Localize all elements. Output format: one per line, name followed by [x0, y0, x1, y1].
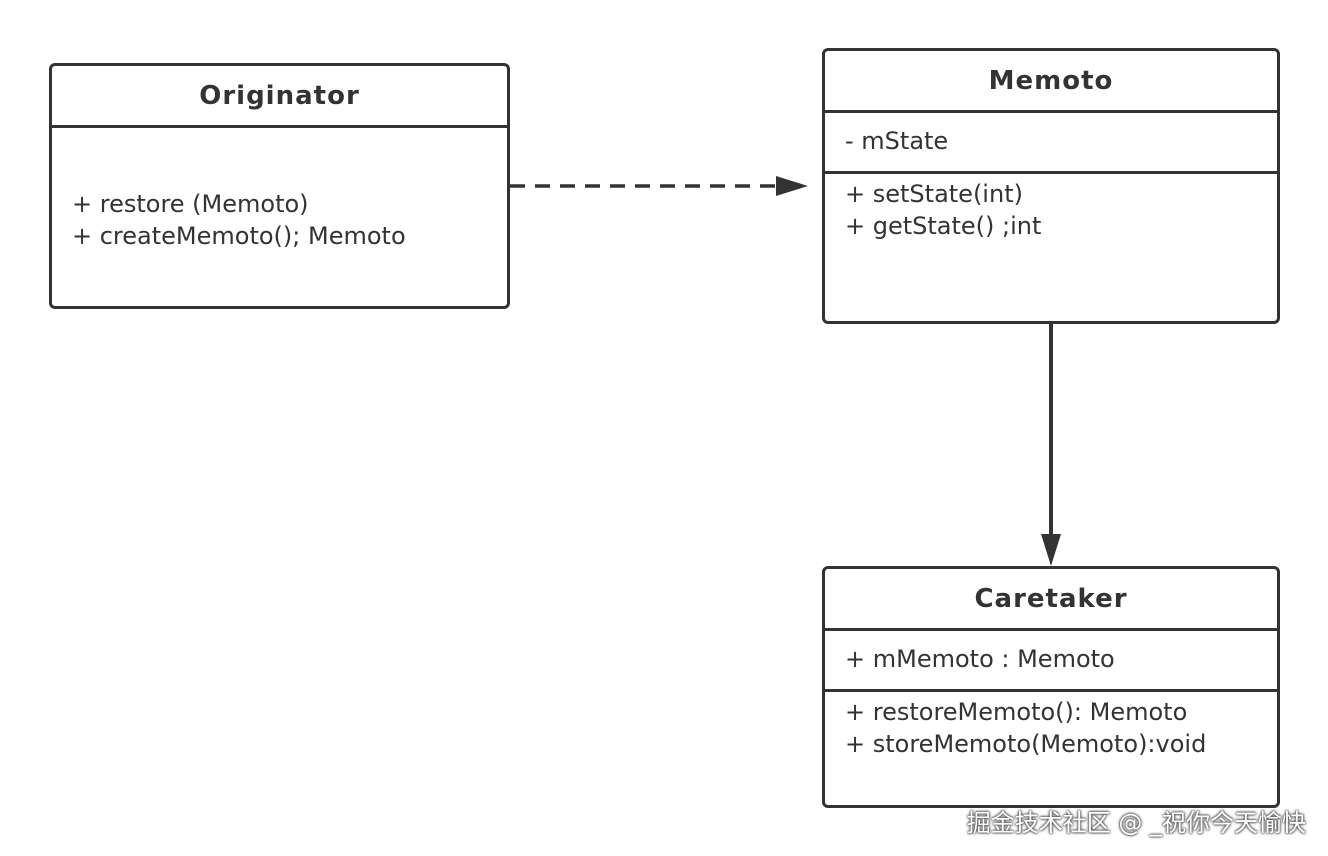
class-caretaker-attributes: + mMemoto : Memoto [825, 631, 1277, 692]
class-caretaker-methods: + restoreMemoto(): Memoto + storeMemoto(… [825, 692, 1277, 760]
class-memoto-methods: + setState(int) + getState() ;int [825, 174, 1277, 242]
dependency-originator-memoto [510, 176, 808, 196]
class-originator-method: + createMemoto(); Memoto [72, 222, 406, 250]
class-caretaker-attribute: + mMemoto : Memoto [845, 645, 1115, 673]
class-originator-name: Originator [52, 66, 507, 128]
class-originator: Originator + restore (Memoto) + createMe… [49, 63, 510, 309]
class-caretaker-name: Caretaker [825, 569, 1277, 631]
class-memoto-method: + setState(int) [845, 180, 1023, 208]
class-caretaker-method: + restoreMemoto(): Memoto [845, 698, 1188, 726]
class-memoto-attributes: - mState [825, 113, 1277, 174]
class-memoto: Memoto - mState + setState(int) + getSta… [822, 48, 1280, 324]
class-memoto-name: Memoto [825, 51, 1277, 113]
class-originator-method: + restore (Memoto) [72, 190, 309, 218]
watermark: 掘金技术社区 @ _祝你今天愉快 [966, 809, 1306, 837]
filled-arrowhead-icon [1041, 534, 1061, 566]
class-originator-methods: + restore (Memoto) + createMemoto(); Mem… [52, 128, 507, 252]
class-caretaker: Caretaker + mMemoto : Memoto + restoreMe… [822, 566, 1280, 808]
class-caretaker-method: + storeMemoto(Memoto):void [845, 730, 1207, 758]
association-memoto-caretaker [1041, 324, 1061, 566]
open-arrowhead-icon [776, 176, 808, 196]
class-memoto-attribute: - mState [845, 127, 949, 155]
class-memoto-method: + getState() ;int [845, 212, 1042, 240]
